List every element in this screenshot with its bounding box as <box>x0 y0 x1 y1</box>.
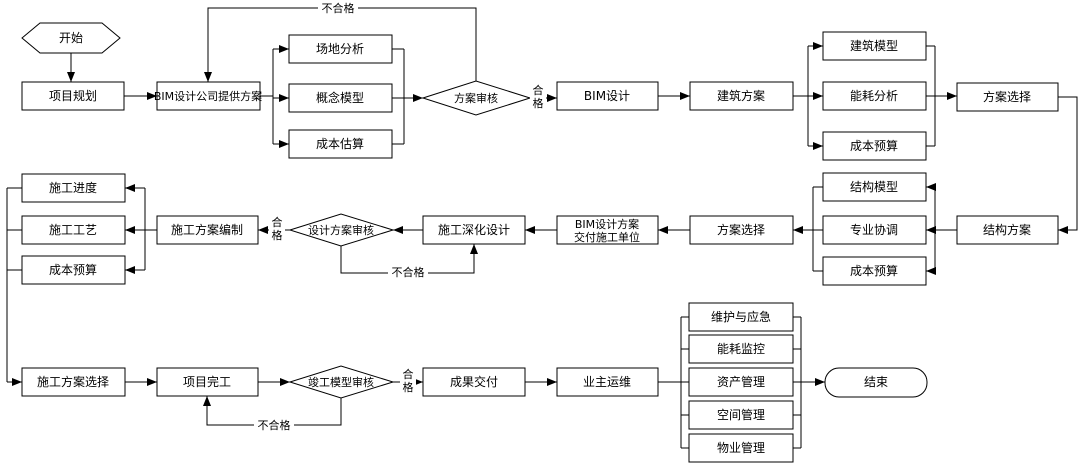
plan-selection1-label: 方案选择 <box>983 89 1031 104</box>
construction-detail-design-label: 施工深化设计 <box>438 223 510 237</box>
asset-management-shape <box>688 367 794 397</box>
end-node-shape <box>824 367 928 398</box>
end-node-label: 结束 <box>864 375 888 389</box>
design-plan-review-label: 设计方案审核 <box>308 223 374 237</box>
property-management-label: 物业管理 <box>717 440 765 455</box>
deliverable-handover-shape <box>422 367 526 397</box>
construction-plan-selection-shape <box>21 367 126 397</box>
bim-handover-label-line1: BIM设计方案 <box>575 217 639 231</box>
structural-plan-label: 结构方案 <box>983 222 1031 237</box>
cost-budget1-shape <box>822 131 927 161</box>
construction-schedule-shape <box>21 173 126 203</box>
pass-label3-bg <box>400 367 416 394</box>
design-plan-review-diamond <box>288 213 395 247</box>
concept-model-shape <box>288 83 393 113</box>
plan-review-label: 方案审核 <box>454 91 498 105</box>
pass-label3-char1: 合 <box>403 367 414 381</box>
energy-analysis-label: 能耗分析 <box>850 89 898 103</box>
completion-model-review-label: 竣工模型审核 <box>308 375 374 389</box>
property-management-shape <box>688 433 794 463</box>
space-management-shape <box>688 400 794 430</box>
plan-selection2-shape <box>689 215 794 245</box>
construction-plan-compilation-label: 施工方案编制 <box>171 222 243 237</box>
building-model-shape <box>822 31 927 61</box>
plan-selection2-label: 方案选择 <box>717 222 765 237</box>
bim-company-proposal-shape <box>156 81 261 111</box>
construction-technique-label: 施工工艺 <box>49 223 97 237</box>
cost-budget2-shape <box>822 256 927 286</box>
bim-design-shape <box>556 81 659 111</box>
bim-design-label: BIM设计 <box>584 89 630 103</box>
maintenance-emergency-shape <box>688 302 794 332</box>
discipline-coordination-shape <box>822 215 927 245</box>
cost-budget1-label: 成本预算 <box>850 138 898 153</box>
construction-plan-selection-label: 施工方案选择 <box>37 374 109 389</box>
pass-label3-char2: 格 <box>403 380 414 394</box>
start-node-shape <box>21 22 121 54</box>
architectural-plan-label: 建筑方案 <box>717 88 765 103</box>
construction-detail-design-shape <box>422 215 526 245</box>
pass-label2-bg <box>269 215 285 242</box>
discipline-coordination-label: 专业协调 <box>850 222 898 237</box>
structural-model-label: 结构模型 <box>850 179 898 194</box>
fail-label-bottom-bg <box>254 419 294 431</box>
cost-budget3-label: 成本预算 <box>49 262 97 277</box>
project-completion-shape <box>156 367 259 397</box>
start-node-label: 开始 <box>59 31 83 45</box>
concept-model-label: 概念模型 <box>316 90 364 105</box>
pass-label1-char1: 合 <box>533 83 544 97</box>
cost-budget2-label: 成本预算 <box>850 263 898 278</box>
owner-operation-shape <box>556 367 659 397</box>
fail-label-top: 不合格 <box>322 1 355 15</box>
project-planning-shape <box>21 81 125 111</box>
energy-monitoring-shape <box>688 334 794 364</box>
building-model-label: 建筑模型 <box>850 38 898 53</box>
construction-technique-shape <box>21 215 126 245</box>
structural-plan-shape <box>956 215 1059 245</box>
energy-analysis-shape <box>822 81 927 111</box>
fail-label-top-bg <box>318 2 358 14</box>
bim-handover-shape <box>556 215 659 245</box>
site-analysis-shape <box>288 34 393 64</box>
bracket-lines <box>6 45 957 449</box>
edge-selection-structplan <box>1058 96 1078 234</box>
asset-management-label: 资产管理 <box>717 374 765 389</box>
cost-estimate-shape <box>288 129 393 159</box>
cost-estimate-label: 成本估算 <box>316 136 364 151</box>
completion-model-review-diamond <box>288 365 395 399</box>
project-planning-label: 项目规划 <box>49 88 97 103</box>
bim-handover-label-line2: 交付施工单位 <box>574 230 640 244</box>
space-management-label: 空间管理 <box>717 407 765 422</box>
architectural-plan-shape <box>689 81 794 111</box>
construction-schedule-label: 施工进度 <box>49 180 97 195</box>
maintenance-emergency-label: 维护与应急 <box>711 309 771 324</box>
pass-label1-bg <box>530 83 546 110</box>
pass-label2-char2: 格 <box>272 228 283 242</box>
project-completion-label: 项目完工 <box>183 374 231 389</box>
fail-label-mid: 不合格 <box>392 265 425 279</box>
pass-label2-char1: 合 <box>272 215 283 229</box>
site-analysis-label: 场地分析 <box>316 42 364 56</box>
energy-monitoring-label: 能耗监控 <box>717 342 765 356</box>
structural-model-shape <box>822 172 927 202</box>
deliverable-handover-label: 成果交付 <box>450 374 498 389</box>
owner-operation-label: 业主运维 <box>583 375 631 389</box>
fail-label-bottom: 不合格 <box>258 418 291 432</box>
plan-selection1-shape <box>956 82 1059 112</box>
pass-label1-char2: 格 <box>533 96 544 110</box>
construction-plan-compilation-shape <box>156 215 259 245</box>
fail-label-mid-bg <box>388 266 428 278</box>
bim-company-proposal-label: BIM设计公司提供方案 <box>154 89 262 103</box>
cost-budget3-shape <box>21 255 126 285</box>
